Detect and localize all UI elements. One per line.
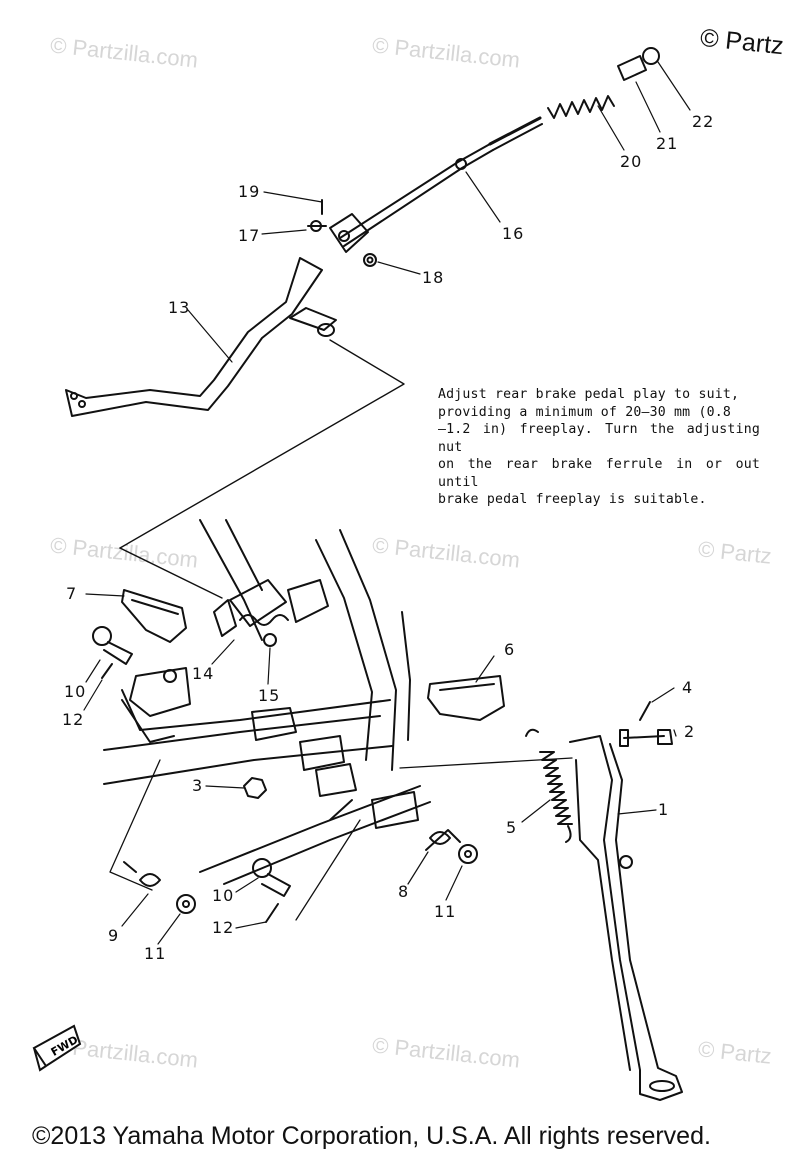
fwd-arrow-icon: FWD: [32, 1024, 82, 1072]
brake-rod: [339, 116, 543, 247]
callout-2: 2: [684, 722, 696, 741]
spring-14: [213, 579, 289, 637]
side-stand-1: [569, 735, 683, 1101]
cotter-12-lower: [265, 903, 279, 923]
cotter-12-upper: [101, 663, 113, 679]
bolt-2: [619, 729, 673, 747]
callout-15: 15: [258, 686, 281, 705]
washer-11-left: [176, 894, 196, 914]
callout-13: 13: [168, 298, 191, 317]
pin-17: [307, 220, 327, 232]
callout-22: 22: [692, 112, 715, 131]
callout-1: 1: [658, 800, 670, 819]
pin-10-upper: [92, 626, 133, 665]
callout-12-upper: 12: [62, 710, 85, 729]
note-line: providing a minimum of 20–30 mm (0.8: [438, 404, 732, 420]
callout-21: 21: [656, 134, 679, 153]
washer-11-right: [458, 844, 478, 864]
pin-10-lower: [252, 858, 291, 897]
spring-20: [547, 95, 615, 119]
callout-20: 20: [620, 152, 643, 171]
spring-5: [525, 728, 573, 843]
nut-22: [642, 47, 660, 65]
callout-14: 14: [192, 664, 215, 683]
callout-18: 18: [422, 268, 445, 287]
callout-16: 16: [502, 224, 525, 243]
note-line: Adjust rear brake pedal play to suit,: [438, 387, 740, 402]
note-line: brake pedal freeplay is suitable.: [438, 492, 707, 507]
washer-15: [263, 633, 277, 647]
spring-9: [123, 861, 161, 887]
callout-4: 4: [682, 678, 694, 697]
pivot-plate: [287, 579, 329, 623]
callout-17: 17: [238, 226, 261, 245]
stand-bracket: [251, 707, 419, 829]
note-line: on the rear brake ferrule in or out unti…: [438, 457, 760, 490]
adjustment-note: Adjust rear brake pedal play to suit, pr…: [438, 386, 760, 509]
callout-19: 19: [238, 182, 261, 201]
callout-11-right: 11: [434, 902, 457, 921]
footrest-bracket: [129, 667, 191, 717]
nut-3: [243, 777, 267, 799]
callout-8: 8: [398, 882, 410, 901]
brake-pedal-13: [65, 257, 337, 417]
footrest-6: [427, 675, 505, 721]
clevis-16: [329, 213, 369, 253]
frame: [103, 519, 431, 885]
pin-21: [617, 55, 647, 81]
footrest-7: [121, 589, 187, 643]
footer-copyright: ©2013 Yamaha Motor Corporation, U.S.A. A…: [32, 1122, 711, 1150]
callout-9: 9: [108, 926, 120, 945]
note-line: –1.2 in) freeplay. Turn the adjusting nu…: [438, 422, 760, 455]
callout-12-lower: 12: [212, 918, 235, 937]
callout-7: 7: [66, 584, 78, 603]
callout-5: 5: [506, 818, 518, 837]
cotter-4: [639, 701, 651, 721]
callout-10-lower: 10: [212, 886, 235, 905]
callout-6: 6: [504, 640, 516, 659]
spring-8: [425, 829, 461, 851]
callout-11-left: 11: [144, 944, 167, 963]
washer-18: [363, 253, 377, 267]
callout-3: 3: [192, 776, 204, 795]
callout-10-upper: 10: [64, 682, 87, 701]
